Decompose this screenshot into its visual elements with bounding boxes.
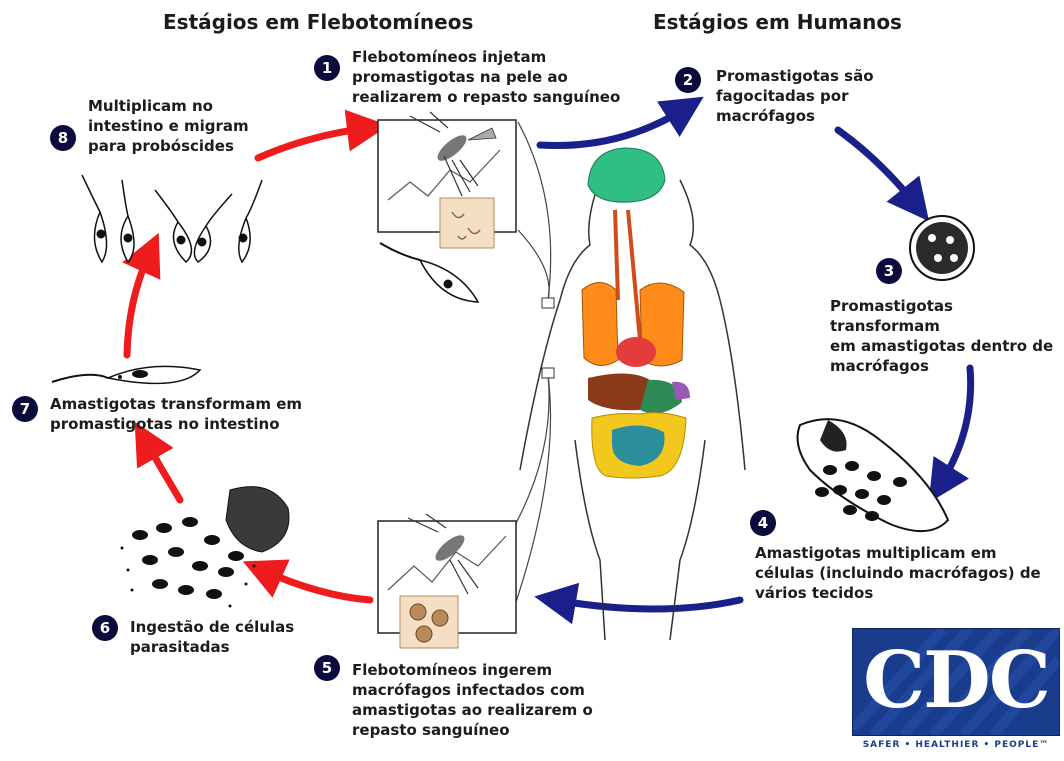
liver (588, 373, 650, 410)
arrow-3-to-4 (940, 368, 971, 485)
trachea-esophagus (615, 210, 640, 340)
cdc-logo: CDC SAFER • HEALTHIER • PEOPLE™ (852, 628, 1060, 758)
step-4-label: Amastigotas multiplicam em células (incl… (755, 543, 1041, 603)
step-7-label: Amastigotas transformam em promastigotas… (50, 394, 302, 434)
arrow-2-to-3 (838, 130, 916, 205)
macrophage-drawing (910, 216, 974, 280)
step-1-badge: 1 (314, 55, 340, 81)
step-6-label: Ingestão de células parasitadas (130, 617, 294, 657)
step-8-badge: 8 (50, 125, 76, 151)
arrow-4-to-5 (555, 600, 740, 609)
human-stages-heading: Estágios em Humanos (653, 10, 902, 34)
ingested-cells-drawing (121, 487, 289, 608)
step-4-badge: 4 (750, 510, 776, 536)
brain (588, 148, 665, 202)
heart (616, 337, 656, 367)
transforming-parasite-drawing (52, 366, 200, 383)
cdc-logo-box: CDC (852, 628, 1060, 736)
arrow-7-to-8 (127, 252, 150, 355)
step-5-badge: 5 (314, 655, 340, 681)
cdc-logo-tagline: SAFER • HEALTHIER • PEOPLE™ (852, 740, 1060, 750)
human-body-figure (520, 148, 745, 640)
arrow-1-to-2 (540, 108, 686, 146)
cdc-logo-letters: CDC (853, 635, 1059, 726)
sandfly-bite-inset (378, 112, 516, 248)
arrow-8-to-1 (258, 128, 368, 158)
step-3-badge: 3 (876, 258, 902, 284)
step-2-badge: 2 (675, 67, 701, 93)
infected-macrophage-drawing (798, 419, 948, 531)
inset-connectors (515, 122, 551, 605)
step-1-label: Flebotomíneos injetam promastigotas na p… (352, 47, 620, 107)
sandfly-stages-heading: Estágios em Flebotomíneos (163, 10, 473, 34)
step-8-label: Multiplicam no intestino e migram para p… (88, 96, 249, 156)
arrow-5-to-6 (262, 570, 370, 600)
sandfly-ingest-inset (378, 514, 516, 648)
step-7-badge: 7 (12, 396, 38, 422)
step-2-label: Promastigotas são fagocitadas por macróf… (716, 66, 874, 126)
step-5-label: Flebotomíneos ingerem macrófagos infecta… (352, 660, 593, 740)
step-6-badge: 6 (92, 615, 118, 641)
arrow-6-to-7 (145, 440, 180, 500)
step-3-label: Promastigotas transformam em amastigotas… (830, 296, 1064, 376)
